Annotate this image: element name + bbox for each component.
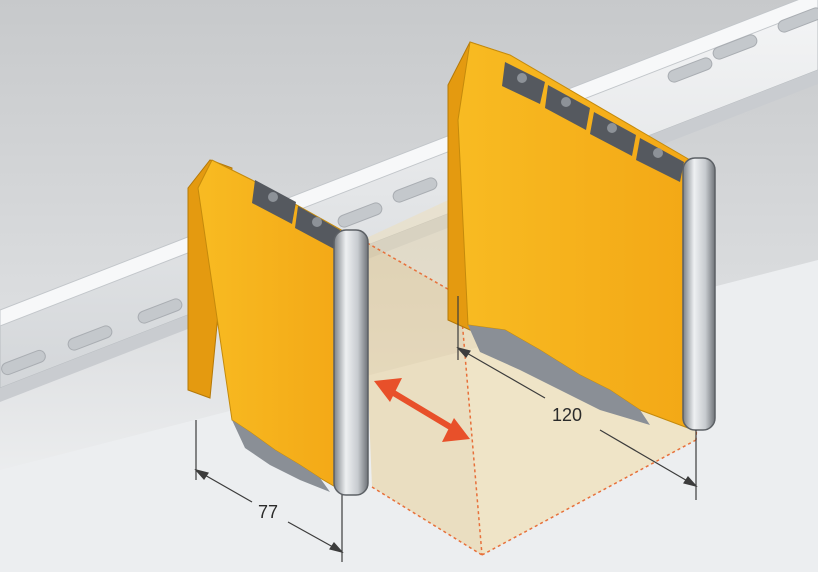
terminal-screw [312, 217, 322, 227]
arrow-head-left [374, 378, 402, 402]
short-module [187, 159, 369, 496]
rail-slot [337, 202, 383, 228]
dim-arrow [329, 542, 344, 554]
rail-slot [137, 298, 183, 324]
rail-slot [392, 177, 438, 203]
din-rail-slots [1, 7, 818, 376]
tall-module-feet [468, 325, 650, 425]
terminal-block [295, 206, 340, 250]
terminal-block [252, 180, 296, 224]
dim-arrow [456, 346, 471, 358]
short-module-terminals [252, 180, 340, 250]
short-module-front-cap [333, 229, 369, 496]
rail-slot [67, 325, 113, 351]
arrow-head-right [442, 418, 470, 442]
rail-slot [667, 57, 713, 83]
dimension-label-77: 77 [258, 502, 278, 522]
rail-slot [1, 349, 46, 376]
dim-arrow [683, 476, 698, 488]
terminal-block [502, 62, 545, 104]
tall-module [447, 41, 716, 431]
terminal-screw [268, 192, 278, 202]
rail-slot [712, 34, 758, 60]
terminal-block [545, 85, 590, 130]
terminal-screw [653, 148, 663, 158]
dimension-120 [456, 296, 698, 500]
terminal-block [590, 112, 636, 156]
dimension-77 [194, 420, 344, 562]
short-module-feet [232, 420, 330, 492]
double-headed-arrow-icon [374, 378, 470, 442]
tall-module-terminals [502, 62, 684, 182]
rail-slot [777, 7, 818, 33]
dimension-label-120: 120 [552, 405, 582, 425]
dimension-line-120-b [599, 429, 697, 487]
terminal-screw [607, 123, 617, 133]
tall-module-front-cap [682, 157, 716, 431]
dimension-line-120-a [457, 347, 546, 399]
terminal-block [636, 138, 684, 182]
dim-arrow [194, 468, 209, 480]
terminal-screw [561, 97, 571, 107]
terminal-screw [517, 73, 527, 83]
